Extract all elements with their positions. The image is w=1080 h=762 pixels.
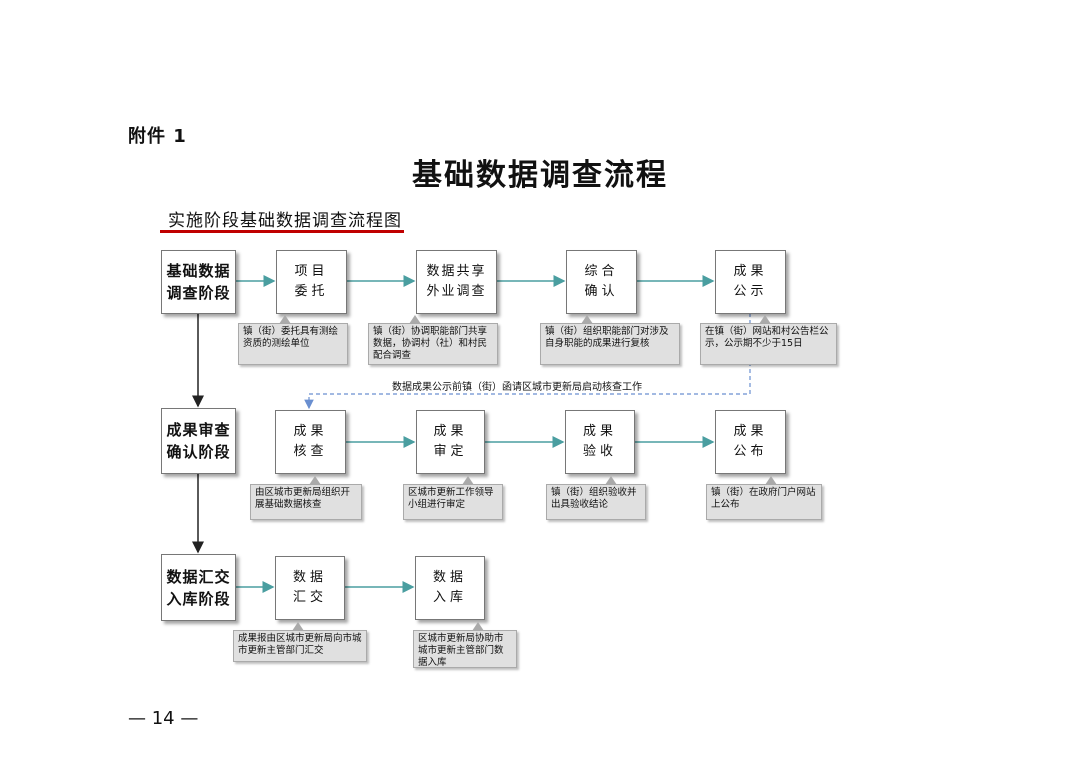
step-label: 成果 验收 [582,424,617,459]
step-box: 成果 核查 [275,410,346,474]
step-box: 成果 公示 [715,250,786,314]
flowchart-subtitle: 实施阶段基础数据调查流程图 [168,211,402,231]
step-box: 数据 入库 [415,556,485,620]
step-note: 镇（街）在政府门户网站上公布 [706,476,822,520]
step-label: 成果 核查 [293,424,328,459]
feedback-label: 数据成果公示前镇（街）函请区城市更新局启动核查工作 [392,382,642,393]
stage-box-storage: 数据汇交 入库阶段 [161,554,236,621]
step-label: 成果 公示 [733,264,768,299]
step-box: 项目 委托 [276,250,347,314]
step-note: 由区城市更新局组织开展基础数据核查 [250,476,362,520]
step-note: 镇（街）组织验收并出具验收结论 [546,476,646,520]
step-box: 成果 验收 [565,410,635,474]
step-note: 区城市更新工作领导小组进行审定 [403,476,503,520]
step-label: 数据 入库 [432,570,467,605]
subtitle-underline [160,230,404,233]
step-box: 综合 确认 [566,250,637,314]
step-note: 镇（街）协调职能部门共享数据，协调村（社）和村民配合调查 [368,315,498,365]
step-box: 成果 公布 [715,410,786,474]
stage-label: 数据汇交 入库阶段 [166,567,231,608]
step-label: 成果 审定 [433,424,468,459]
step-note: 成果报由区城市更新局向市城市更新主管部门汇交 [233,622,367,662]
step-box: 数据共享 外业调查 [416,250,497,314]
step-label: 项目 委托 [294,264,329,299]
stage-box-survey: 基础数据 调查阶段 [161,250,236,314]
step-box: 成果 审定 [416,410,485,474]
stage-label: 基础数据 调查阶段 [166,262,231,302]
step-note: 区城市更新局协助市城市更新主管部门数据入库 [413,622,517,668]
page-number: — 14 — [128,708,199,729]
step-note: 在镇（街）网站和村公告栏公示，公示期不少于15日 [700,315,837,365]
stage-box-review: 成果审查 确认阶段 [161,408,236,474]
step-label: 数据 汇交 [292,570,327,605]
document-title: 基础数据调查流程 [412,158,668,193]
step-label: 综合 确认 [584,264,619,299]
step-label: 成果 公布 [733,424,768,459]
step-label: 数据共享 外业调查 [426,264,487,299]
arrow-feedback [304,313,751,410]
step-note: 镇（街）组织职能部门对涉及自身职能的成果进行复核 [540,315,680,365]
step-box: 数据 汇交 [275,556,345,620]
step-note: 镇（街）委托具有测绘资质的测绘单位 [238,315,348,365]
stage-label: 成果审查 确认阶段 [166,421,231,461]
attachment-label: 附件 1 [128,126,187,147]
